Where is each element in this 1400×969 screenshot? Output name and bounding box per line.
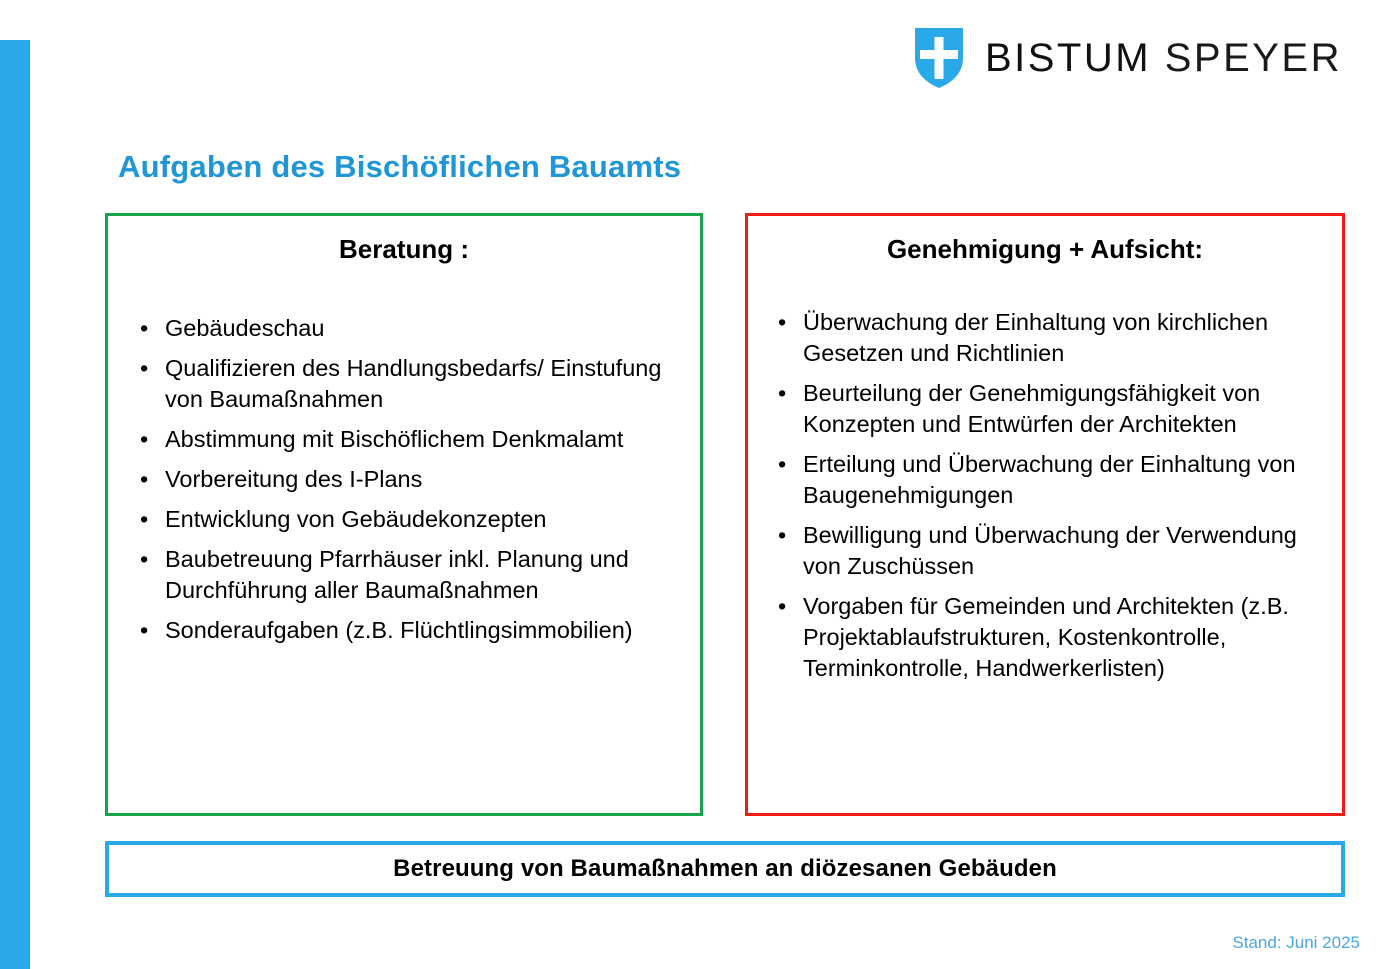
panel-genehmigung-aufsicht: Genehmigung + Aufsicht: Überwachung der … bbox=[745, 213, 1345, 816]
list-item: Überwachung der Einhaltung von kirchlich… bbox=[762, 307, 1336, 369]
left-accent-bar bbox=[0, 40, 30, 969]
summary-banner-text: Betreuung von Baumaßnahmen an diözesanen… bbox=[393, 855, 1057, 882]
list-item: Erteilung und Überwachung der Einhaltung… bbox=[762, 449, 1336, 511]
list-item: Vorbereitung des I-Plans bbox=[124, 464, 692, 495]
shield-cross-icon bbox=[914, 28, 963, 88]
list-item: Sonderaufgaben (z.B. Flüchtlingsimmobili… bbox=[124, 615, 692, 646]
footer-stand-date: Stand: Juni 2025 bbox=[1232, 933, 1360, 952]
panel-heading-genehmigung: Genehmigung + Aufsicht: bbox=[886, 234, 1204, 264]
list-item: Baubetreuung Pfarrhäuser inkl. Planung u… bbox=[124, 544, 692, 606]
list-item: Vorgaben für Gemeinden und Architekten (… bbox=[762, 591, 1336, 684]
beratung-list: Gebäudeschau Qualifizieren des Handlungs… bbox=[108, 313, 700, 646]
list-item: Bewilligung und Überwachung der Verwendu… bbox=[762, 520, 1336, 582]
summary-banner: Betreuung von Baumaßnahmen an diözesanen… bbox=[105, 841, 1345, 897]
brand-name-bold: BISTUM bbox=[984, 36, 1152, 80]
brand-logo: BISTUM SPEYER bbox=[914, 28, 1342, 88]
page-title: Aufgaben des Bischöflichen Bauamts bbox=[118, 148, 682, 184]
list-item: Beurteilung der Genehmigungsfähigkeit vo… bbox=[762, 378, 1336, 440]
genehmigung-list: Überwachung der Einhaltung von kirchlich… bbox=[748, 307, 1342, 684]
list-item: Gebäudeschau bbox=[124, 313, 692, 344]
list-item: Abstimmung mit Bischöflichem Denkmalamt bbox=[124, 424, 692, 455]
brand-wordmark: BISTUM SPEYER bbox=[985, 38, 1342, 78]
panel-heading-beratung: Beratung : bbox=[339, 234, 469, 264]
panel-beratung: Beratung : Gebäudeschau Qualifizieren de… bbox=[105, 213, 703, 816]
list-item: Qualifizieren des Handlungsbedarfs/ Eins… bbox=[124, 353, 692, 415]
brand-name-light: SPEYER bbox=[1164, 36, 1342, 80]
list-item: Entwicklung von Gebäudekonzepten bbox=[124, 504, 692, 535]
